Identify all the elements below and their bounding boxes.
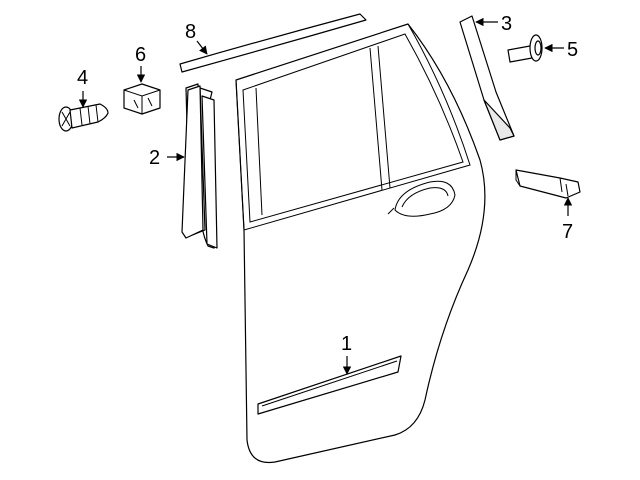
callout-2: 2	[149, 147, 160, 169]
callout-3: 3	[501, 13, 512, 35]
callout-5: 5	[567, 39, 578, 61]
bolt	[507, 34, 543, 63]
screw	[58, 103, 109, 132]
callout-1: 1	[341, 333, 352, 355]
leader-8	[196, 40, 208, 55]
callout-6: 6	[135, 44, 146, 66]
clip	[123, 83, 161, 115]
upper-belt-molding	[179, 13, 367, 73]
lower-door-molding	[257, 355, 402, 415]
callout-7: 7	[562, 221, 573, 243]
callout-4: 4	[77, 67, 88, 89]
callout-8: 8	[185, 21, 196, 43]
callout-labels: 1 2 3 4 5 6 7 8	[77, 13, 578, 355]
rear-pillar-molding	[459, 15, 515, 141]
retainer	[515, 169, 581, 199]
front-frame-molding	[181, 83, 218, 249]
leader-lines	[78, 17, 573, 375]
rear-door-panel	[235, 23, 486, 464]
